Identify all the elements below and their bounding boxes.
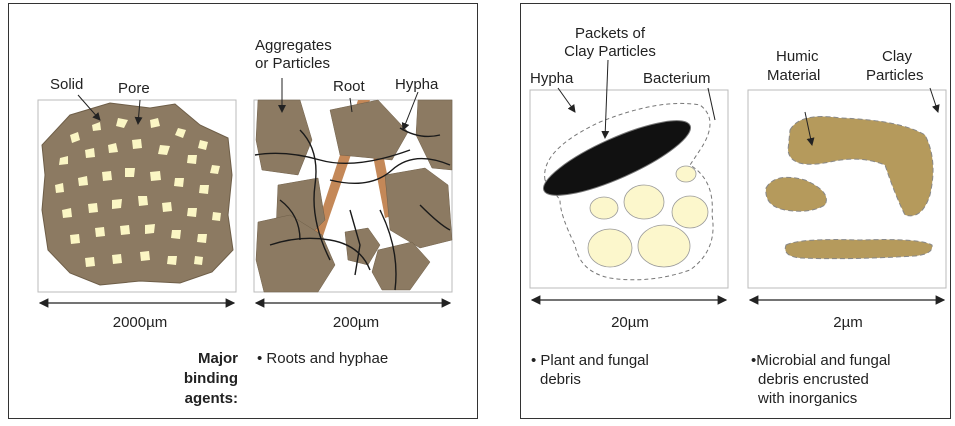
major-line3: agents: xyxy=(150,390,238,407)
label-packets-line2: Clay Particles xyxy=(550,43,670,60)
agent-roots-hyphae: • Roots and hyphae xyxy=(257,350,388,367)
agent-plant-line2: debris xyxy=(540,371,581,388)
scale-200um: 200µm xyxy=(316,314,396,331)
label-aggregates-line2: or Particles xyxy=(255,55,330,72)
major-line1: Major xyxy=(150,350,238,367)
label-root: Root xyxy=(333,78,365,95)
label-humic-line1: Humic xyxy=(776,48,819,65)
solid-aggregate xyxy=(42,103,233,285)
label-pore: Pore xyxy=(118,80,150,97)
label-hypha-left: Hypha xyxy=(395,76,438,93)
agent-microbial-line3: with inorganics xyxy=(758,390,857,407)
label-aggregates-line1: Aggregates xyxy=(255,37,332,54)
aggregate-particles xyxy=(256,100,452,292)
agent-microbial-line1: •Microbial and fungal xyxy=(751,352,891,369)
label-solid: Solid xyxy=(50,76,83,93)
scale-20um: 20µm xyxy=(590,314,670,331)
major-line2: binding xyxy=(150,370,238,387)
label-hypha-right: Hypha xyxy=(530,70,573,87)
label-clay-line2: Particles xyxy=(866,67,924,84)
agent-plant-line1: • Plant and fungal xyxy=(531,352,649,369)
scale-2um: 2µm xyxy=(808,314,888,331)
scale-arrows xyxy=(40,300,944,303)
label-clay-line1: Clay xyxy=(882,48,912,65)
agent-microbial-line2: debris encrusted xyxy=(758,371,869,388)
label-humic-line2: Material xyxy=(767,67,820,84)
scale-2000um: 2000µm xyxy=(100,314,180,331)
humic-material xyxy=(766,117,933,259)
label-packets-line1: Packets of xyxy=(555,25,665,42)
label-bacterium: Bacterium xyxy=(643,70,711,87)
